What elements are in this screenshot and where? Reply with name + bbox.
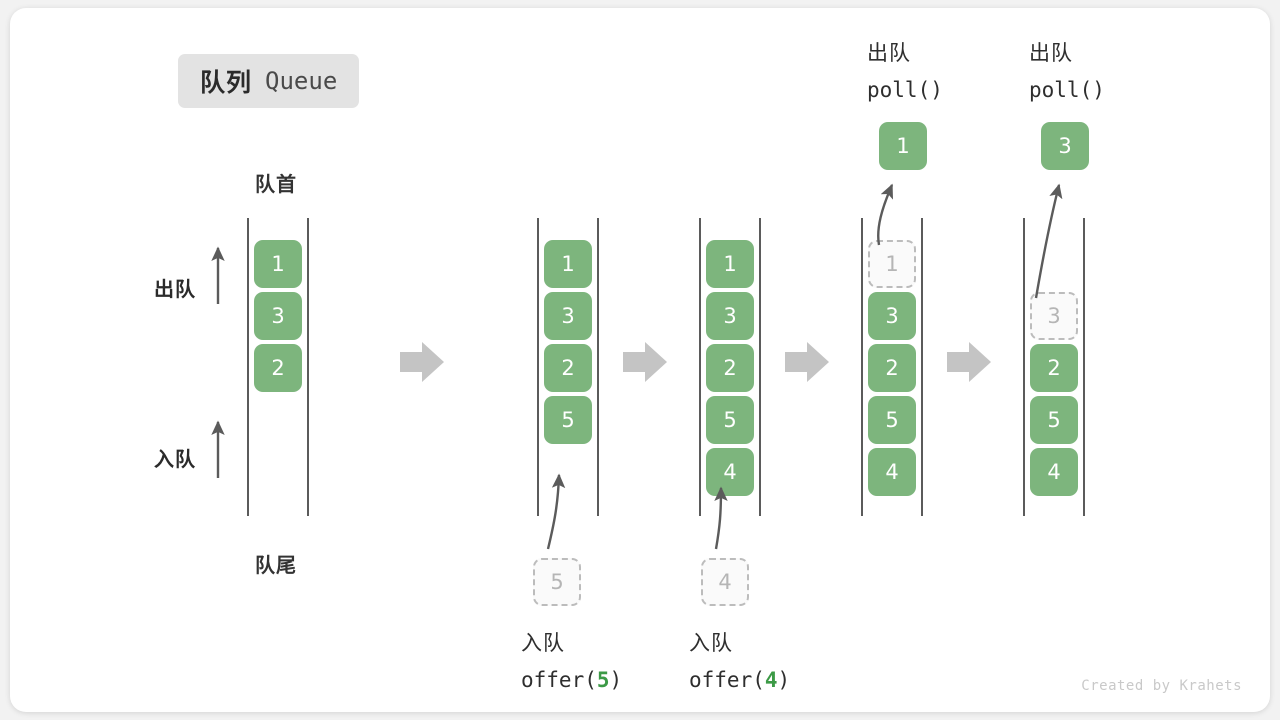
queue-column-poll-3: 3 2 5 4 [1023, 218, 1085, 516]
label-queue-rear: 队尾 [255, 555, 297, 577]
queue-cell-ghost: 3 [1030, 292, 1078, 340]
rail-left [537, 218, 539, 516]
queue-cell: 3 [706, 292, 754, 340]
caption-code: offer(4) [689, 668, 791, 692]
popped-cell: 1 [879, 122, 927, 170]
queue-cell: 1 [706, 240, 754, 288]
queue-cell: 2 [706, 344, 754, 392]
queue-cell: 2 [254, 344, 302, 392]
rail-right [597, 218, 599, 516]
queue-cell: 5 [1030, 396, 1078, 444]
caption-cn: 入队 [521, 632, 565, 655]
caption-cn: 入队 [689, 632, 733, 655]
step-arrow [785, 342, 829, 382]
queue-column-offer-4: 1 3 2 5 4 [699, 218, 761, 516]
queue-cell: 3 [254, 292, 302, 340]
rail-left [861, 218, 863, 516]
queue-cell: 4 [1030, 448, 1078, 496]
queue-column-offer-5: 1 3 2 5 [537, 218, 599, 516]
queue-cell: 5 [544, 396, 592, 444]
queue-cell: 1 [544, 240, 592, 288]
queue-cell: 2 [544, 344, 592, 392]
queue-cell: 2 [868, 344, 916, 392]
rail-left [247, 218, 249, 516]
diagram-card: 队列 Queue 队首 队尾 出队 入队 1 3 2 1 3 2 5 5 入队 … [10, 8, 1270, 712]
rail-left [1023, 218, 1025, 516]
title-badge: 队列 Queue [178, 54, 360, 108]
popped-cell: 3 [1041, 122, 1089, 170]
queue-cell: 5 [868, 396, 916, 444]
queue-cell: 5 [706, 396, 754, 444]
caption-code: poll() [1029, 78, 1105, 102]
caption-offer-4: 入队 offer(4) [689, 626, 790, 698]
queue-column-initial: 1 3 2 [247, 218, 309, 516]
title-en: Queue [265, 67, 338, 95]
step-arrow [400, 342, 444, 382]
incoming-ghost-cell: 5 [533, 558, 581, 606]
caption-poll-3: 出队 poll() [1029, 36, 1105, 108]
incoming-ghost-cell: 4 [701, 558, 749, 606]
step-arrow [623, 342, 667, 382]
label-dequeue-direction: 出队 [154, 279, 196, 301]
queue-cell: 1 [254, 240, 302, 288]
queue-cell: 3 [868, 292, 916, 340]
queue-cell: 4 [868, 448, 916, 496]
caption-cn: 出队 [1029, 42, 1073, 65]
caption-code: poll() [867, 78, 943, 102]
rail-left [699, 218, 701, 516]
queue-cell: 2 [1030, 344, 1078, 392]
credit-text: Created by Krahets [1081, 678, 1242, 694]
step-arrow [947, 342, 991, 382]
rail-right [921, 218, 923, 516]
queue-cell-ghost: 1 [868, 240, 916, 288]
queue-cell: 4 [706, 448, 754, 496]
caption-code: offer(5) [521, 668, 623, 692]
caption-cn: 出队 [867, 42, 911, 65]
title-cn: 队列 [200, 69, 253, 97]
rail-right [759, 218, 761, 516]
rail-right [307, 218, 309, 516]
caption-offer-5: 入队 offer(5) [521, 626, 622, 698]
rail-right [1083, 218, 1085, 516]
queue-column-poll-1: 1 3 2 5 4 [861, 218, 923, 516]
queue-cell: 3 [544, 292, 592, 340]
label-enqueue-direction: 入队 [154, 449, 196, 471]
caption-poll-1: 出队 poll() [867, 36, 943, 108]
label-queue-front: 队首 [255, 174, 297, 196]
